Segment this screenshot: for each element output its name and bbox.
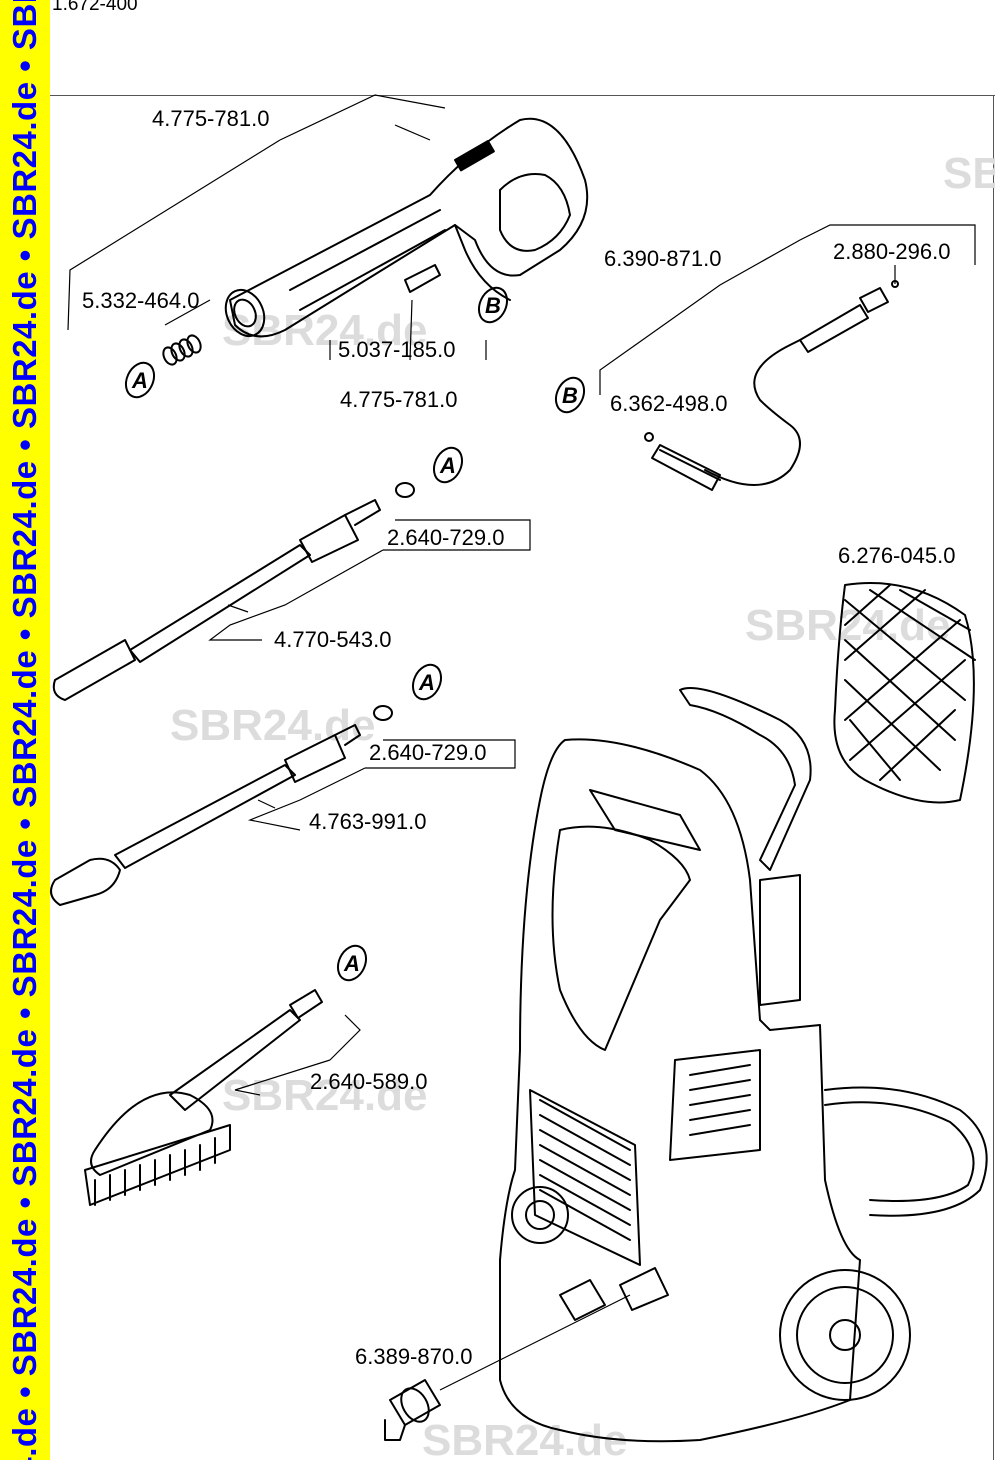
spring-drawing: [162, 334, 202, 366]
callout-b: B: [562, 383, 578, 408]
part-label-adapter-2: 2.640-729.0: [369, 740, 486, 765]
document-id: 1.672-400: [52, 0, 138, 15]
callout-a: A: [439, 453, 456, 478]
pressure-washer-body-drawing: [499, 687, 988, 1443]
leader-lines: [67, 94, 976, 1391]
part-label-hose: 6.390-871.0: [604, 246, 721, 271]
frame-top-line: [50, 95, 995, 96]
part-label-filter: 6.276-045.0: [838, 543, 955, 568]
watermark: SBR24.de: [422, 1416, 627, 1460]
side-watermark-band: R24.de • SBR24.de • SBR24.de • SBR24.de …: [0, 0, 50, 1460]
part-label-clip: 5.037-185.0: [338, 337, 455, 362]
part-label-gun-assembly: 4.775-781.0: [340, 387, 457, 412]
part-label-lance-2: 4.763-991.0: [309, 809, 426, 834]
part-label-brush: 2.640-589.0: [310, 1069, 427, 1094]
lance-1-drawing: [52, 482, 415, 701]
callout-b: B: [485, 293, 501, 318]
lance-2-drawing: [50, 705, 393, 906]
part-label-hose-oring: 6.362-498.0: [610, 391, 727, 416]
filter-drawing: [833, 582, 976, 804]
callout-a: A: [418, 670, 435, 695]
frame-right-line: [993, 95, 994, 1460]
callout-a: A: [131, 368, 148, 393]
watermark: SBR24.de: [222, 1071, 427, 1120]
callout-a: A: [343, 951, 360, 976]
brush-drawing: [84, 989, 323, 1206]
watermark: SBR24.de: [170, 701, 375, 750]
hose-drawing: [644, 280, 899, 491]
spray-gun-drawing: [224, 117, 589, 338]
watermark: SBR24.de: [943, 149, 995, 198]
part-label-hose-coupling: 2.880-296.0: [833, 239, 950, 264]
part-label-inlet: 6.389-870.0: [355, 1344, 472, 1369]
part-label-gun: 4.775-781.0: [152, 106, 269, 131]
part-label-spring: 5.332-464.0: [82, 288, 199, 313]
part-label-adapter-1: 2.640-729.0: [387, 525, 504, 550]
part-label-lance-1: 4.770-543.0: [274, 627, 391, 652]
inlet-fitting-drawing: [384, 1379, 441, 1441]
